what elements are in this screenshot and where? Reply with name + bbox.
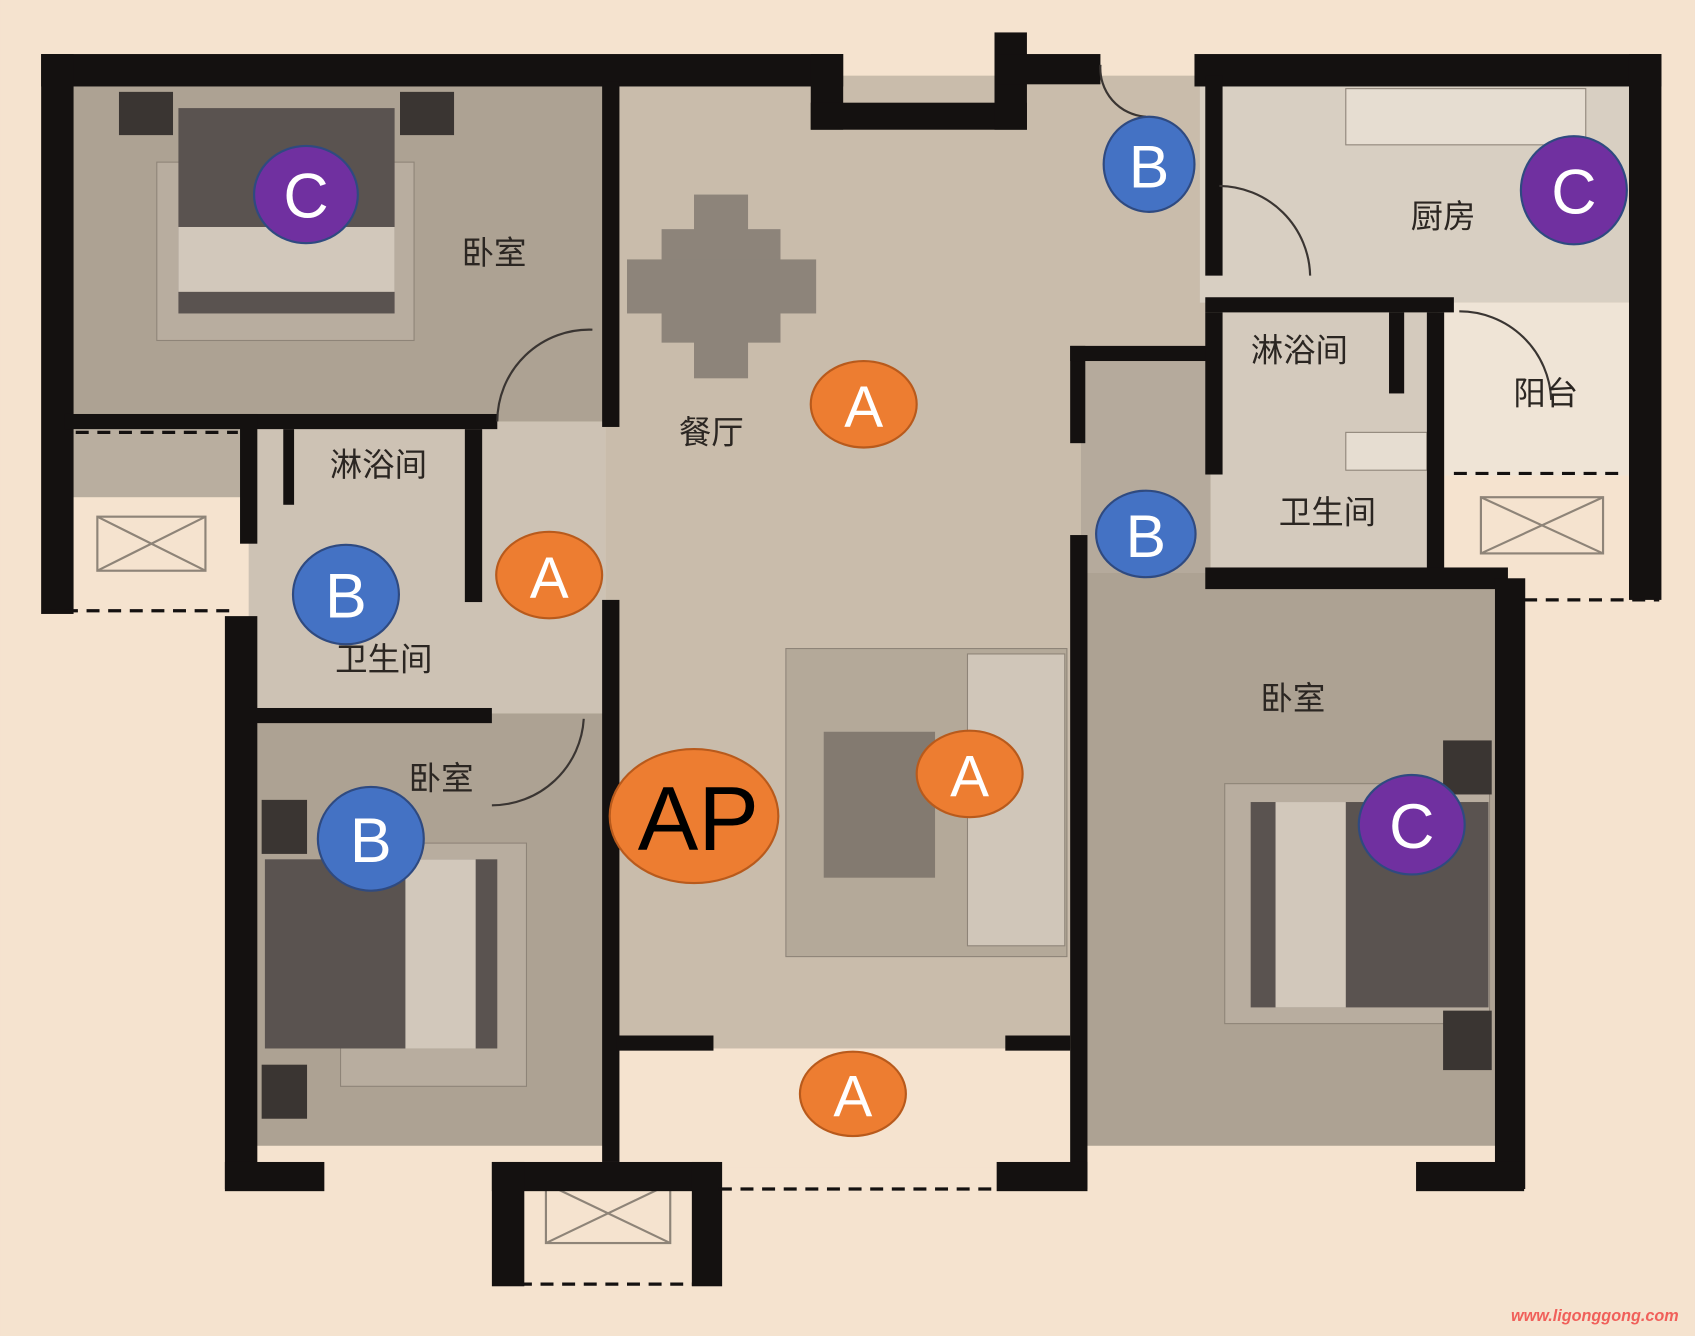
markers: C B C A A B B B AP A C A bbox=[253, 115, 1628, 1138]
marker-label: A bbox=[844, 375, 883, 440]
room-label-dining: 餐厅 bbox=[679, 414, 744, 452]
marker-ap-living[interactable]: AP bbox=[608, 747, 780, 885]
marker-a-corridor[interactable]: A bbox=[495, 530, 604, 620]
marker-label: A bbox=[833, 1065, 872, 1130]
room-label-bedroom-se: 卧室 bbox=[1260, 679, 1325, 717]
room-label-shower-w: 淋浴间 bbox=[330, 446, 427, 484]
marker-label: C bbox=[283, 162, 328, 232]
marker-label: C bbox=[1551, 157, 1596, 227]
marker-b-bedroom-sw[interactable]: B bbox=[316, 785, 425, 892]
watermark: www.ligonggong.com bbox=[1511, 1307, 1679, 1325]
marker-label: B bbox=[325, 562, 367, 632]
room-label-bathroom-e: 卫生间 bbox=[1279, 494, 1376, 532]
marker-c-bedroom-nw[interactable]: C bbox=[253, 144, 359, 245]
marker-a-balcony[interactable]: A bbox=[798, 1050, 907, 1138]
marker-a-dining[interactable]: A bbox=[809, 359, 918, 449]
dashed-lines bbox=[43, 430, 1660, 1286]
marker-label: B bbox=[1126, 502, 1166, 570]
room-label-balcony: 阳台 bbox=[1513, 375, 1578, 413]
room-labels: 卧室 餐厅 厨房 淋浴间 淋浴间 阳台 卫生间 卫生间 卧室 卧室 bbox=[330, 197, 1578, 797]
door-arcs bbox=[491, 64, 1553, 807]
marker-c-bedroom-se[interactable]: C bbox=[1357, 773, 1466, 876]
marker-a-living[interactable]: A bbox=[915, 729, 1024, 819]
marker-label: B bbox=[350, 806, 392, 876]
marker-b-bathroom-w[interactable]: B bbox=[291, 543, 401, 646]
room-label-bedroom-nw: 卧室 bbox=[462, 234, 527, 272]
marker-label: B bbox=[1129, 132, 1169, 200]
room-label-kitchen: 厨房 bbox=[1411, 197, 1476, 235]
marker-c-kitchen[interactable]: C bbox=[1519, 135, 1628, 246]
walls bbox=[41, 32, 1662, 1287]
marker-b-entrance[interactable]: B bbox=[1102, 115, 1196, 213]
room-label-bedroom-sw: 卧室 bbox=[409, 759, 474, 797]
room-label-bathroom-w: 卫生间 bbox=[335, 641, 432, 679]
room-label-shower-e: 淋浴间 bbox=[1251, 331, 1348, 369]
marker-label: C bbox=[1389, 792, 1434, 862]
marker-label: A bbox=[530, 546, 569, 611]
marker-label: A bbox=[950, 745, 989, 810]
marker-b-hall-e[interactable]: B bbox=[1095, 489, 1197, 579]
marker-label: AP bbox=[638, 769, 759, 870]
